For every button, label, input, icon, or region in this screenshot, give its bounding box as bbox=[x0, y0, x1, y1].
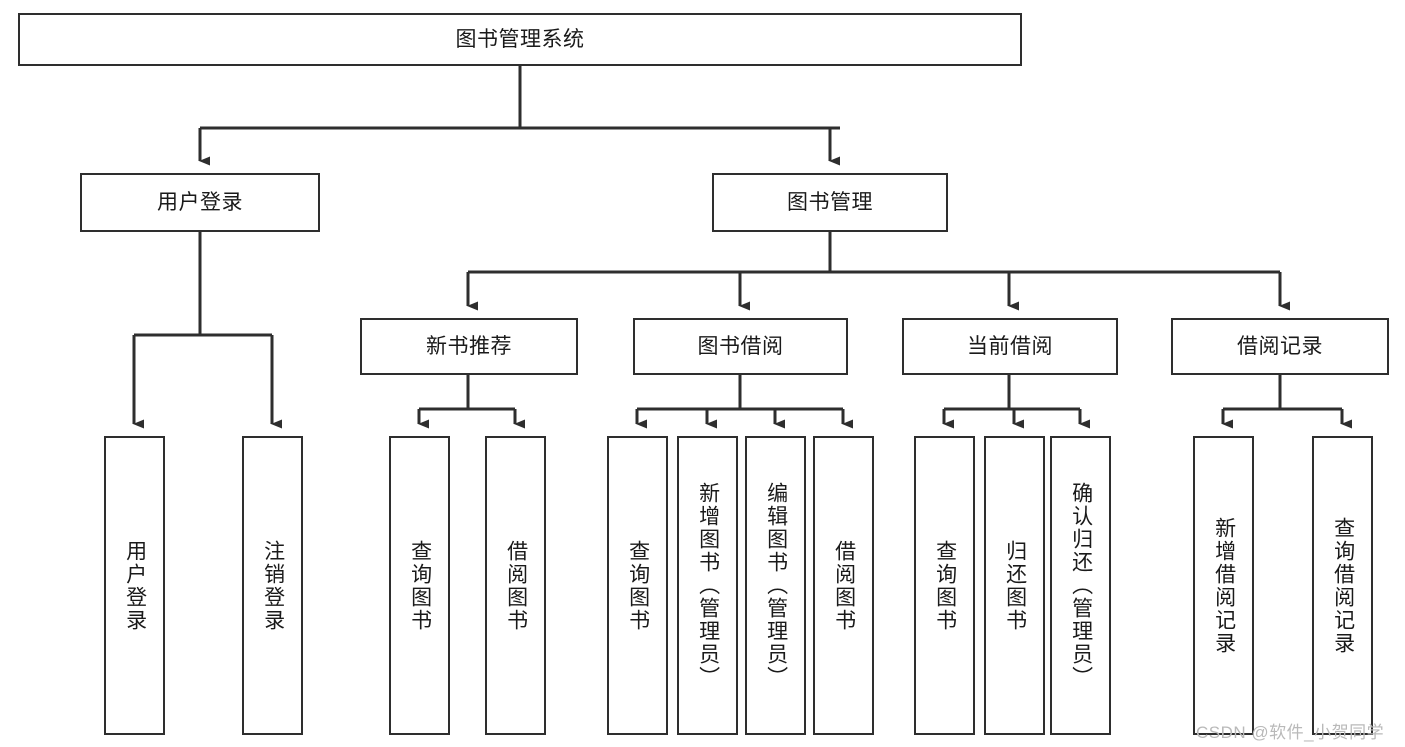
node-leaf-confirm-return-admin[interactable]: 确认归还（管理员） bbox=[1050, 436, 1111, 735]
node-leaf-query-book-recommend[interactable]: 查询图书 bbox=[389, 436, 450, 735]
node-label: 借阅记录 bbox=[1237, 334, 1323, 358]
node-label: 注销登录 bbox=[261, 539, 285, 632]
node-leaf-query-book-borrow[interactable]: 查询图书 bbox=[607, 436, 668, 735]
node-label: 用户登录 bbox=[157, 190, 243, 214]
node-label: 图书借阅 bbox=[697, 334, 784, 358]
node-leaf-query-borrow-record[interactable]: 查询借阅记录 bbox=[1312, 436, 1373, 735]
node-label: 编辑图书（管理员） bbox=[764, 482, 788, 689]
node-label: 归还图书 bbox=[1003, 539, 1027, 632]
node-label: 查询图书 bbox=[408, 539, 432, 632]
node-book-borrow[interactable]: 图书借阅 bbox=[633, 318, 848, 375]
node-label: 查询借阅记录 bbox=[1331, 516, 1355, 655]
node-book-management[interactable]: 图书管理 bbox=[712, 173, 948, 232]
node-leaf-add-book-admin[interactable]: 新增图书（管理员） bbox=[677, 436, 738, 735]
node-label: 查询图书 bbox=[626, 539, 650, 632]
node-leaf-user-login[interactable]: 用户登录 bbox=[104, 436, 165, 735]
node-root-system[interactable]: 图书管理系统 bbox=[18, 13, 1022, 66]
node-label: 新增图书（管理员） bbox=[696, 482, 720, 689]
node-label: 用户登录 bbox=[123, 539, 147, 632]
node-label: 借阅图书 bbox=[832, 539, 856, 632]
node-label: 新增借阅记录 bbox=[1212, 516, 1236, 655]
node-leaf-borrow-book[interactable]: 借阅图书 bbox=[813, 436, 874, 735]
node-label: 查询图书 bbox=[933, 539, 957, 632]
node-current-borrow[interactable]: 当前借阅 bbox=[902, 318, 1118, 375]
node-leaf-add-borrow-record[interactable]: 新增借阅记录 bbox=[1193, 436, 1254, 735]
node-leaf-user-logout[interactable]: 注销登录 bbox=[242, 436, 303, 735]
watermark-text: CSDN @软件_小贺同学 bbox=[1196, 723, 1385, 742]
node-leaf-borrow-book-recommend[interactable]: 借阅图书 bbox=[485, 436, 546, 735]
node-label: 确认归还（管理员） bbox=[1069, 482, 1093, 689]
node-label: 新书推荐 bbox=[426, 334, 512, 358]
node-label: 借阅图书 bbox=[504, 539, 528, 632]
node-label: 图书管理系统 bbox=[455, 27, 585, 51]
node-user-login[interactable]: 用户登录 bbox=[80, 173, 320, 232]
node-leaf-return-book[interactable]: 归还图书 bbox=[984, 436, 1045, 735]
node-borrow-record[interactable]: 借阅记录 bbox=[1171, 318, 1389, 375]
node-label: 当前借阅 bbox=[967, 334, 1053, 358]
node-leaf-query-book-current[interactable]: 查询图书 bbox=[914, 436, 975, 735]
node-label: 图书管理 bbox=[787, 190, 873, 214]
node-new-book-recommend[interactable]: 新书推荐 bbox=[360, 318, 578, 375]
node-leaf-edit-book-admin[interactable]: 编辑图书（管理员） bbox=[745, 436, 806, 735]
